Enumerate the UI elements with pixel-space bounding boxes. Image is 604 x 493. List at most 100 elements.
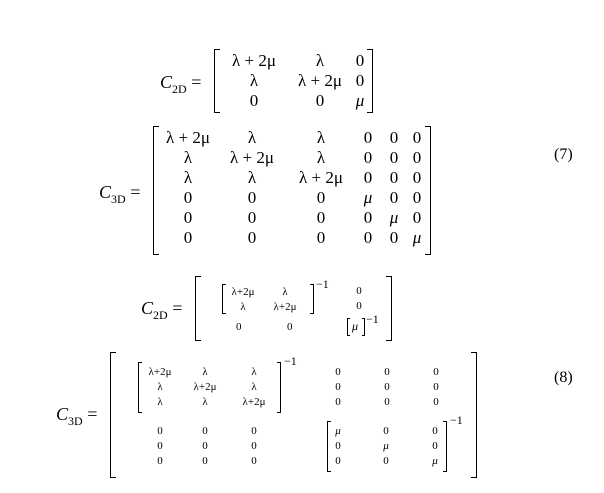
c3d-inv-tl-right-bracket [277, 362, 281, 413]
matrix-cell: λ + 2μ [298, 71, 342, 90]
c2d-inv-right-col: 0 0 [352, 284, 366, 314]
matrix-cell: 0 [433, 395, 439, 408]
matrix-cell: λ [157, 395, 163, 408]
matrix-cell: 0 [363, 208, 373, 227]
matrix-row: 0 0 0 [328, 394, 446, 409]
matrix-row: μ 0 0 [330, 423, 444, 438]
c3d-inv-br-left-bracket [327, 421, 331, 472]
c2d-matrix: λ + 2μ λ 0 λ λ + 2μ 0 0 0 μ [220, 51, 368, 111]
matrix-cell: λ+2μ [231, 285, 255, 298]
matrix-cell: 0 [335, 395, 341, 408]
matrix-cell: μ [355, 91, 365, 110]
matrix-cell: λ+2μ [193, 380, 217, 393]
c2d-inv-lhs: C2D = [141, 298, 183, 322]
matrix-cell: 0 [412, 128, 422, 147]
c3d-inv-lhs: C3D = [56, 404, 98, 428]
matrix-cell: 0 [389, 168, 399, 187]
matrix-cell: λ [157, 380, 163, 393]
matrix-cell: λ [282, 285, 288, 298]
matrix-cell: 0 [316, 228, 326, 247]
matrix-cell: μ [335, 424, 341, 437]
matrix-cell: μ [383, 439, 389, 452]
matrix-cell: 0 [355, 51, 365, 70]
c3d-lhs: C3D = [99, 182, 141, 206]
matrix-cell: 0 [251, 454, 257, 467]
matrix-cell: 0 [157, 454, 163, 467]
matrix-cell: 0 [251, 439, 257, 452]
matrix-row: λ + 2μ λ λ 0 0 0 [160, 128, 428, 148]
matrix-cell: λ+2μ [242, 395, 266, 408]
matrix-row: 0 0 0 [328, 364, 446, 379]
matrix-row: 0 μ 0 [330, 438, 444, 453]
matrix-cell: 0 [335, 380, 341, 393]
c3d-inv-br-exponent: −1 [450, 413, 463, 427]
matrix-cell: 0 [202, 439, 208, 452]
matrix-cell: 0 [383, 454, 389, 467]
c2d-lhs: C2D = [160, 72, 202, 96]
c2d-inv-block-right-bracket [310, 284, 314, 314]
matrix-cell: 0 [389, 128, 399, 147]
matrix-row: 0 0 μ [330, 453, 444, 468]
matrix-cell: 0 [315, 91, 325, 110]
matrix-cell: 0 [202, 454, 208, 467]
matrix-cell: 0 [236, 321, 242, 333]
matrix-cell: λ [316, 148, 326, 167]
c2d-inv-mu-right-bracket [362, 318, 365, 336]
matrix-cell: 0 [249, 91, 259, 110]
matrix-cell: 0 [247, 188, 257, 207]
c2d-right-bracket [367, 49, 373, 113]
equation-number-8: (8) [554, 369, 573, 386]
matrix-cell: 0 [412, 188, 422, 207]
matrix-cell: λ [249, 71, 259, 90]
matrix-cell: λ [247, 128, 257, 147]
matrix-row: 0 0 0 [141, 423, 277, 438]
matrix-cell: 0 [432, 424, 438, 437]
matrix-cell: 0 [355, 71, 365, 90]
matrix-cell: λ [183, 148, 193, 167]
matrix-row: 0 0 0 0 0 μ [160, 228, 428, 248]
matrix-row: 0 0 0 [141, 453, 277, 468]
c3d-matrix: λ + 2μ λ λ 0 0 0 λ λ + 2μ λ 0 0 0 λ λ λ … [160, 128, 428, 248]
matrix-cell: λ [251, 380, 257, 393]
matrix-cell: 0 [384, 395, 390, 408]
matrix-cell: 0 [363, 228, 373, 247]
matrix-cell: 0 [356, 285, 362, 297]
matrix-row: λ λ + 2μ 0 [220, 71, 368, 91]
matrix-cell: λ [315, 51, 325, 70]
matrix-cell: 0 [316, 188, 326, 207]
matrix-cell: 0 [363, 168, 373, 187]
c3d-inv-tl-left-bracket [138, 362, 142, 413]
matrix-cell: 0 [432, 439, 438, 452]
matrix-cell: 0 [389, 188, 399, 207]
matrix-cell: λ [247, 168, 257, 187]
matrix-cell: λ [316, 128, 326, 147]
c3d-inv-top-left-block: λ+2μ λ λ λ λ+2μ λ λ λ λ+2μ [141, 364, 277, 409]
c3d-inv-br-right-bracket [443, 421, 447, 472]
c2d-inv-outer-right-bracket [386, 276, 392, 341]
c3d-inv-bottom-left-block: 0 0 0 0 0 0 0 0 0 [141, 423, 277, 468]
matrix-row: λ λ λ+2μ [141, 394, 277, 409]
matrix-cell: 0 [389, 228, 399, 247]
matrix-row: λ+2μ λ λ [141, 364, 277, 379]
c2d-inv-block-exponent: −1 [316, 277, 329, 291]
matrix-cell: λ+2μ [273, 300, 297, 313]
matrix-cell: μ [389, 208, 399, 227]
equation-number-7: (7) [554, 146, 573, 163]
matrix-cell: 0 [287, 321, 293, 333]
matrix-cell: 0 [412, 148, 422, 167]
matrix-cell: 0 [316, 208, 326, 227]
matrix-cell: μ [363, 188, 373, 207]
matrix-cell: 0 [363, 148, 373, 167]
c3d-inv-outer-right-bracket [471, 352, 477, 478]
matrix-cell: 0 [335, 439, 341, 452]
matrix-cell: μ [432, 454, 438, 467]
matrix-cell: λ + 2μ [232, 51, 276, 70]
matrix-row: 0 0 0 μ 0 0 [160, 188, 428, 208]
matrix-row: λ λ λ + 2μ 0 0 0 [160, 168, 428, 188]
matrix-cell: 0 [412, 168, 422, 187]
c2d-inv-block: λ+2μ λ λ λ+2μ [225, 284, 309, 314]
matrix-cell: 0 [251, 424, 257, 437]
matrix-row: 0 0 0 [328, 379, 446, 394]
c2d-inv-mu-left-bracket [347, 318, 350, 336]
